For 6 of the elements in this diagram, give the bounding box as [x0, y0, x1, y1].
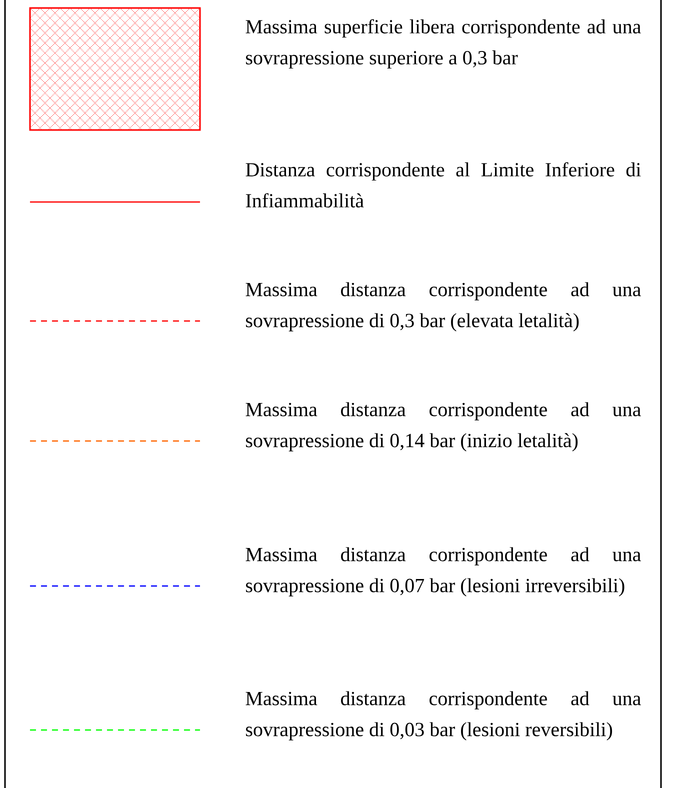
legend-text: Massima distanza corrispondente ad una sovrapressione di 0,14 bar (inizio letalità) — [246, 402, 641, 452]
legend-text: Massima distanza corrispondente ad una sovrapressione di 0,03 bar (lesioni reversibili) — [246, 691, 641, 740]
legend-text: Massima distanza corrispondente ad una sovrapressione di 0,3 bar (elevata letalità) — [246, 282, 641, 332]
legend-text: Massima superficie libera corrispondente ad una sovrapressione superiore a 0,3 bar — [246, 19, 641, 69]
legend-text: Distanza corrispondente al Limite Inferiore di Infiammabilità — [246, 162, 641, 208]
legend-text: Massima distanza corrispondente ad una sovrapressione di 0,07 bar (lesioni irreversibili) — [246, 547, 641, 596]
